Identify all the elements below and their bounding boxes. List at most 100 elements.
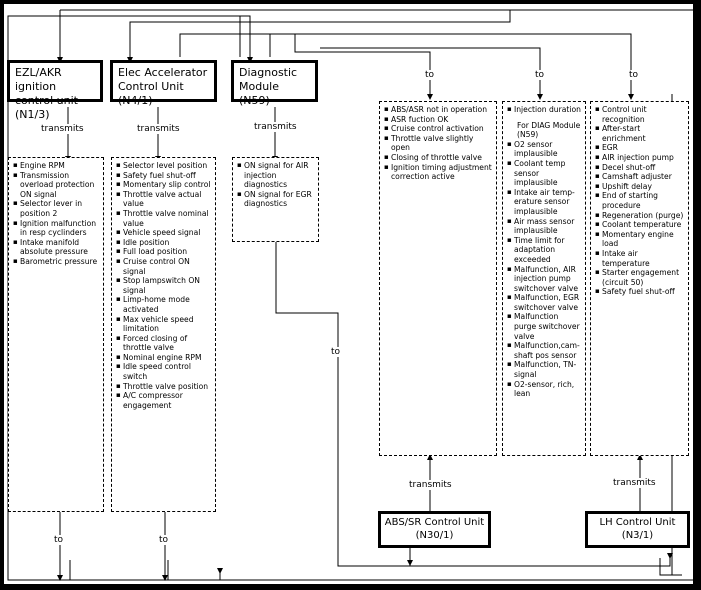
- ezl-signals: Engine RPMTransmission overload protecti…: [9, 158, 103, 270]
- lh-title-line2: (N3/1): [621, 530, 654, 541]
- line-bus-lh: [179, 33, 632, 94]
- to-misc-signals: Control unit recognitionAfter-start enri…: [591, 102, 688, 300]
- arrow-diag-list: [537, 94, 543, 100]
- eac-signals: Selector level positionSafety fuel shut-…: [112, 158, 215, 413]
- signal-item: A/C compressor engagement: [116, 391, 212, 410]
- signal-item: Upshift delay: [595, 182, 685, 192]
- signal-item: EGR: [595, 143, 685, 153]
- signal-item: Engine RPM: [13, 161, 100, 171]
- signal-item: O2 sensor implausible: [507, 140, 582, 159]
- to-misc-signal-list: Control unit recognitionAfter-start enri…: [590, 101, 689, 456]
- label-to-eac-out: to: [158, 535, 170, 545]
- abs-title-line2: (N30/1): [415, 530, 454, 541]
- signal-item: Cruise control ON signal: [116, 257, 212, 276]
- signal-item: Injection duration: [507, 105, 582, 115]
- signal-item: Vehicle speed signal: [116, 228, 212, 238]
- signal-item: Throttle valve slightly open: [384, 134, 493, 153]
- signal-note: For DIAG Module (N59): [517, 120, 581, 140]
- signal-item: Regeneration (purge): [595, 211, 685, 221]
- signal-item: Max vehicle speed limitation: [116, 315, 212, 334]
- label-transmits-ezl: transmits: [40, 124, 85, 134]
- signal-item: ON signal for AIR injection diagnostics: [237, 161, 315, 190]
- signal-item: Cruise control activation: [384, 124, 493, 134]
- signal-item: Selector level position: [116, 161, 212, 171]
- signal-item: Nominal engine RPM: [116, 353, 212, 363]
- signal-item: Air mass sensor implausible: [507, 217, 582, 236]
- signal-item: Control unit recognition: [595, 105, 685, 124]
- arrow-eac-out: [162, 575, 168, 581]
- signal-item: Ignition timing adjustment correction ac…: [384, 163, 493, 182]
- signal-item: Barometric pressure: [13, 257, 100, 267]
- to-abs-signal-list: ABS/ASR not in operationASR fuction OKCr…: [379, 101, 497, 456]
- signal-item: Closing of throttle valve: [384, 153, 493, 163]
- label-to-diag-list: to: [534, 70, 546, 80]
- signal-item: Limp-home mode activated: [116, 295, 212, 314]
- arrow-abs-bottom: [407, 560, 413, 566]
- label-to-misc-list: to: [628, 70, 640, 80]
- signal-item: Malfunction, TN-signal: [507, 360, 582, 379]
- signal-item: Camshaft adjuster: [595, 172, 685, 182]
- arrow-lh-list: [628, 94, 634, 100]
- arrow-ezl-out: [57, 575, 63, 581]
- ezl-title-line2: control unit (N1/3): [15, 94, 78, 121]
- signal-item: Starter engagement (circuit 50): [595, 268, 685, 287]
- eac-title-line2: Control Unit (N4/1): [118, 80, 184, 107]
- diag-title-line2: Module (N59): [239, 80, 279, 107]
- line-lh-right: [659, 558, 682, 576]
- label-transmits-abs: transmits: [408, 480, 453, 490]
- ezl-signal-list: Engine RPMTransmission overload protecti…: [8, 157, 104, 512]
- signal-item: Safety fuel shut-off: [595, 287, 685, 297]
- arrow-abs-up: [427, 454, 433, 460]
- signal-item: Intake air temp-erature sensor implausib…: [507, 188, 582, 217]
- lh-title-line1: LH Control Unit: [599, 517, 676, 528]
- abs-control-unit: ABS/SR Control Unit (N30/1): [378, 511, 491, 548]
- signal-item: Momentary slip control: [116, 180, 212, 190]
- label-to-diag-out: to: [330, 347, 342, 357]
- arrow-abs-list: [427, 94, 433, 100]
- diag-title-line1: Diagnostic: [239, 66, 298, 79]
- signal-item: Throttle valve actual value: [116, 190, 212, 209]
- signal-item: End of starting procedure: [595, 191, 685, 210]
- to-abs-signals: ABS/ASR not in operationASR fuction OKCr…: [380, 102, 496, 185]
- diag-signals: ON signal for AIR injection diagnosticsO…: [233, 158, 318, 212]
- label-to-abs-list: to: [424, 70, 436, 80]
- signal-item: Coolant temp sensor implausible: [507, 159, 582, 188]
- arrow-lh-bottom: [667, 553, 673, 559]
- signal-item: AIR injection pump: [595, 153, 685, 163]
- eac-signal-list: Selector level positionSafety fuel shut-…: [111, 157, 216, 512]
- signal-item: Ignition malfunction in resp cyclinders: [13, 219, 100, 238]
- label-to-ezl-out: to: [53, 535, 65, 545]
- signal-item: Throttle valve nominal value: [116, 209, 212, 228]
- label-transmits-lh: transmits: [612, 478, 657, 488]
- signal-item: Idle speed control switch: [116, 362, 212, 381]
- signal-item: Intake air temperature: [595, 249, 685, 268]
- signal-item: Selector lever in position 2: [13, 199, 100, 218]
- diag-signal-list: ON signal for AIR injection diagnosticsO…: [232, 157, 319, 242]
- arrow-bottom-left: [217, 568, 223, 574]
- bus-line-outer: [7, 9, 699, 581]
- signal-item: Full load position: [116, 247, 212, 257]
- signal-item: Malfunction, AIR injection pump switchov…: [507, 265, 582, 294]
- lh-control-unit: LH Control Unit (N3/1): [585, 511, 690, 548]
- signal-item: Transmission overload protection ON sign…: [13, 171, 100, 200]
- signal-item: Momentary engine load: [595, 230, 685, 249]
- signal-item: Malfunction,cam-shaft pos sensor: [507, 341, 582, 360]
- signal-item: Time limit for adaptation exceeded: [507, 236, 582, 265]
- arrow-lh-up: [637, 454, 643, 460]
- label-transmits-eac: transmits: [136, 124, 181, 134]
- signal-item: Malfunction purge switchover valve: [507, 312, 582, 341]
- signal-item: Safety fuel shut-off: [116, 171, 212, 181]
- signal-item: Idle position: [116, 238, 212, 248]
- abs-title-line1: ABS/SR Control Unit: [384, 517, 485, 528]
- line-diag-to-lh: [275, 242, 671, 567]
- ezl-title-line1: EZL/AKR ignition: [15, 66, 62, 93]
- signal-item: Malfunction, EGR switchover valve: [507, 293, 582, 312]
- signal-item: Throttle valve position: [116, 382, 212, 392]
- signal-item: ABS/ASR not in operation: [384, 105, 493, 115]
- signal-item: ASR fuction OK: [384, 115, 493, 125]
